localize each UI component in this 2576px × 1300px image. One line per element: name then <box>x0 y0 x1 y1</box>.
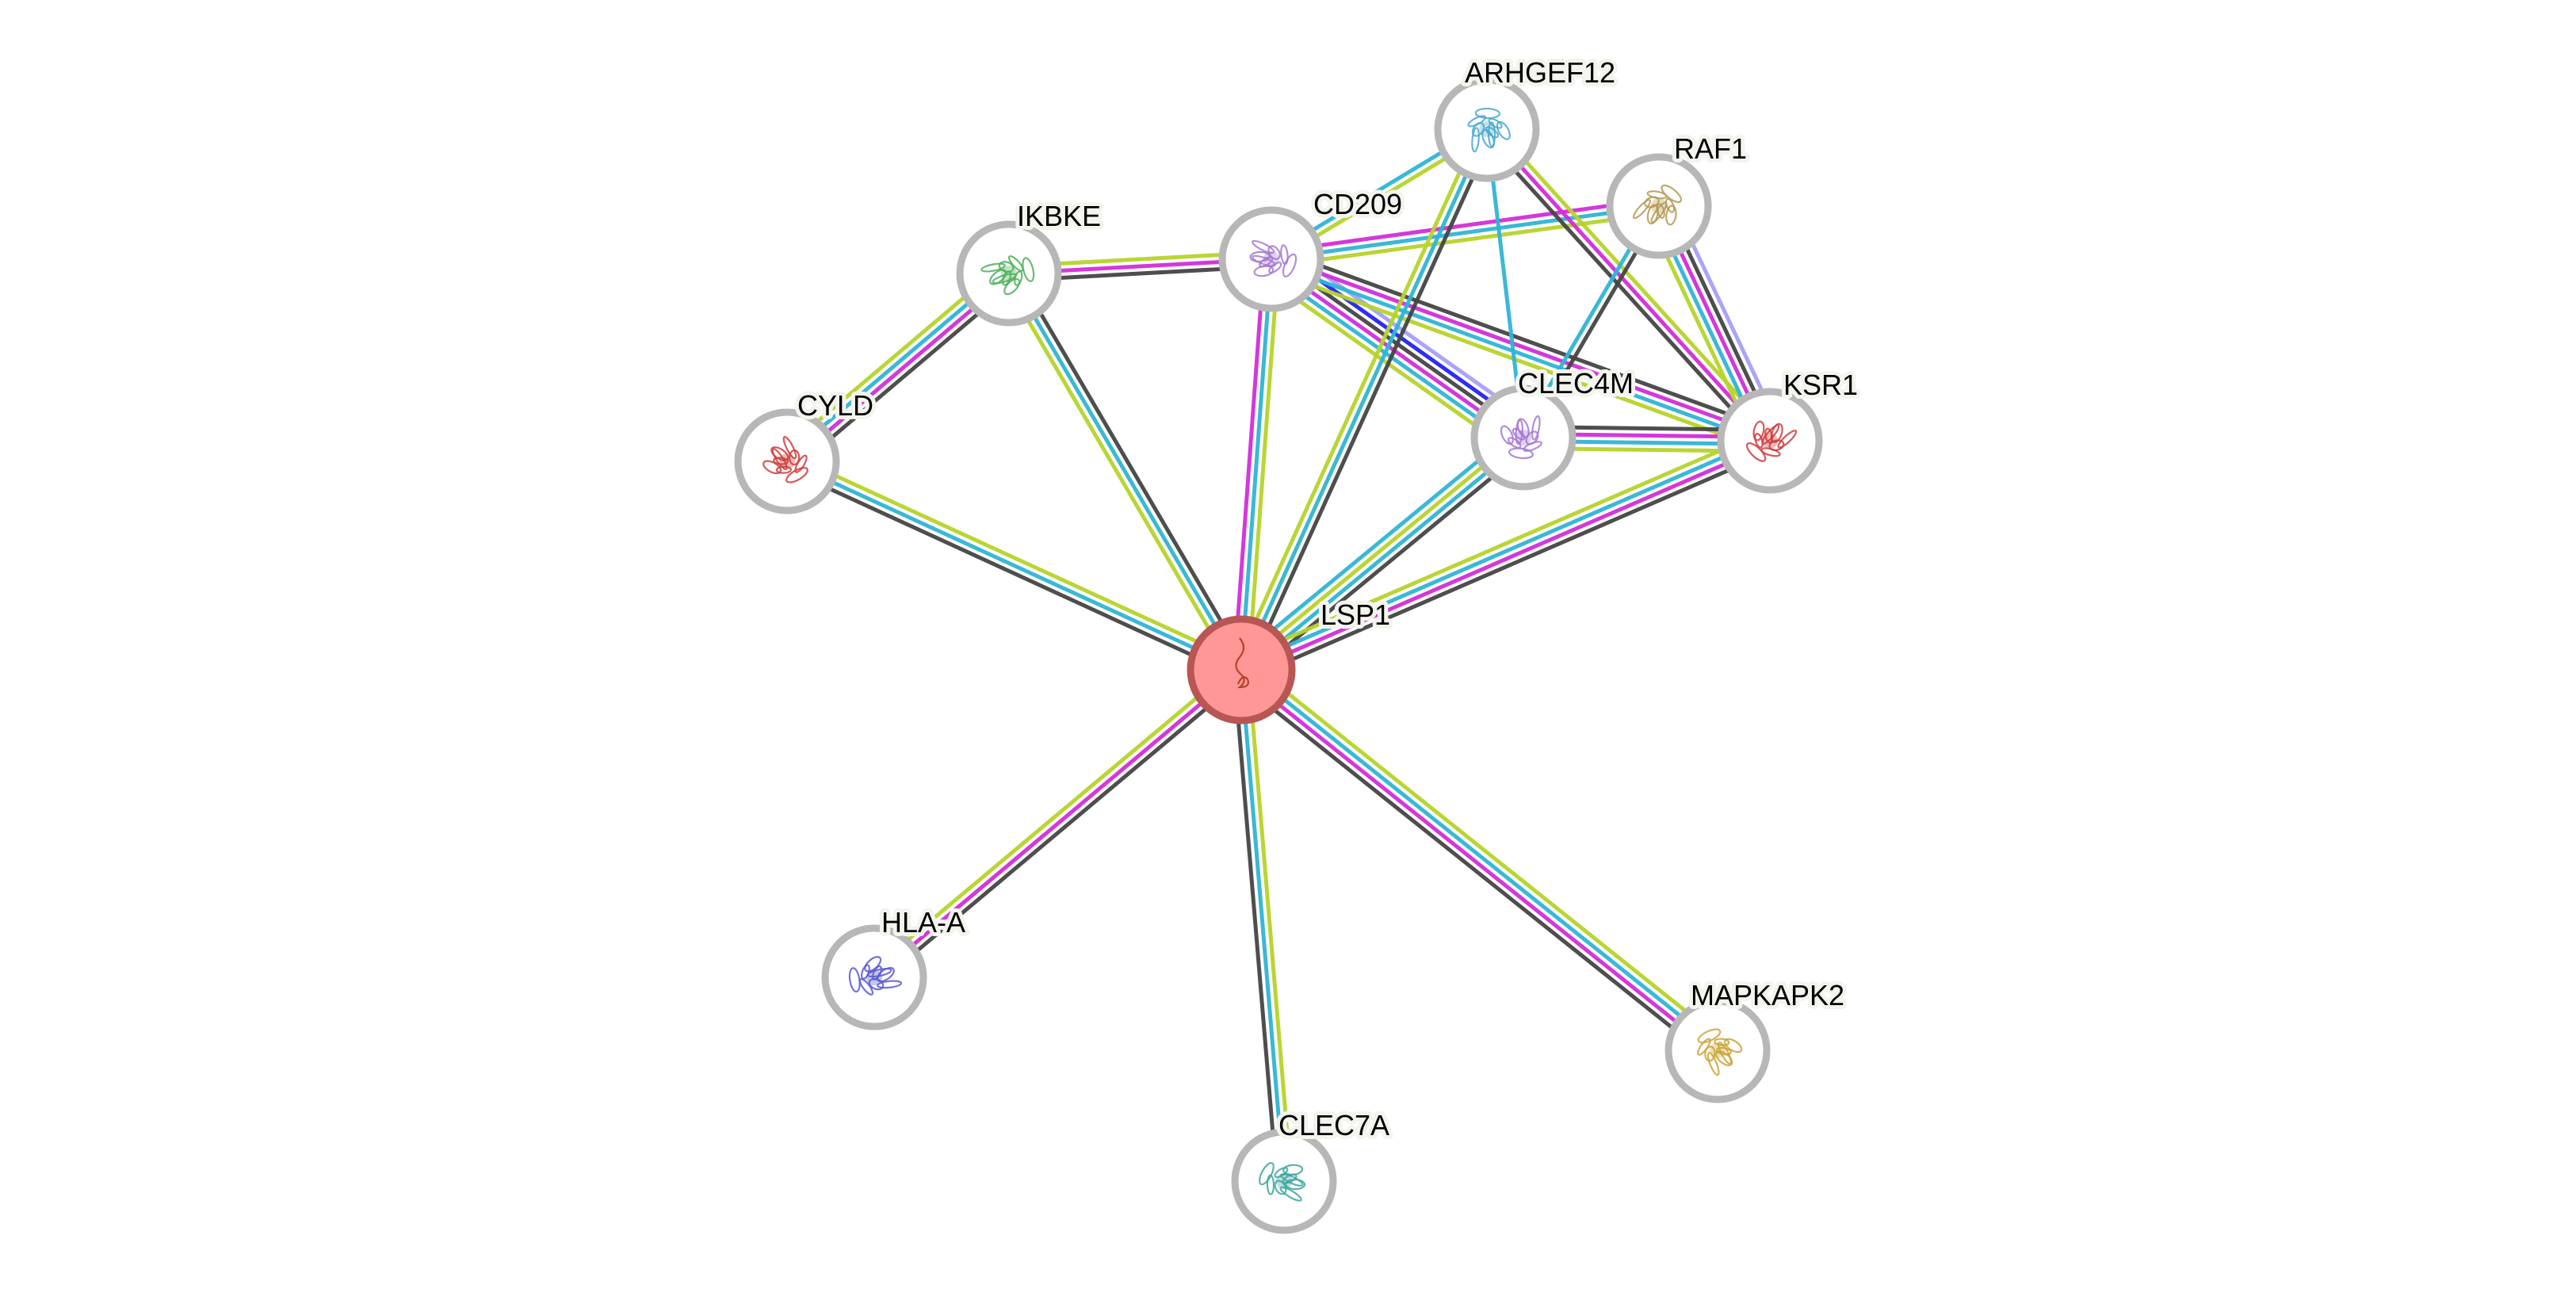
edge-line-yellowgreen <box>1233 125 1483 668</box>
edge-line-yellowgreen <box>1267 267 1768 453</box>
edge-arhgef12-lsp1[interactable] <box>1233 125 1496 674</box>
edge-cd209-ksr1[interactable] <box>1267 247 1775 453</box>
edge-line-cyan <box>1239 435 1770 669</box>
edge-ikbke-lsp1[interactable] <box>1001 269 1249 675</box>
protein-structure-icon <box>762 436 808 484</box>
edge-line-black <box>877 673 1248 985</box>
edge-line-cyan <box>1271 204 1660 262</box>
edge-line-cyan <box>1239 258 1274 671</box>
node-label-ikbke: IKBKE <box>1017 200 1101 232</box>
node-label-lsp1: LSP1 <box>1320 598 1390 631</box>
edge-line-cyan <box>785 459 1243 672</box>
edge-line-yellowgreen <box>1246 259 1281 671</box>
node-ikbke[interactable] <box>956 220 1062 327</box>
node-circle[interactable] <box>1218 206 1324 312</box>
edge-line-magenta <box>1271 254 1772 440</box>
protein-structure-icon <box>1249 239 1298 277</box>
node-circle[interactable] <box>1187 615 1296 725</box>
edge-line-magenta <box>1270 197 1659 254</box>
edge-line-black <box>1233 676 1713 1061</box>
edge-line-cyan <box>1007 272 1244 671</box>
edge-line-black <box>783 465 1240 679</box>
node-label-clec4m: CLEC4M <box>1518 367 1634 400</box>
edge-line-magenta <box>1241 442 1772 675</box>
protein-structure-icon <box>1632 184 1683 226</box>
edge-line-yellowgreen <box>1237 433 1523 669</box>
edge-line-black <box>1480 132 1767 447</box>
edge-line-magenta <box>873 668 1243 979</box>
node-label-raf1: RAF1 <box>1674 132 1747 165</box>
edge-line-yellowgreen <box>789 453 1245 666</box>
edge-cd209-raf1[interactable] <box>1270 197 1661 269</box>
edge-ksr1-lsp1[interactable] <box>1236 429 1775 682</box>
protein-structure-icon <box>1745 420 1798 462</box>
node-clec7a[interactable] <box>1231 1128 1337 1234</box>
node-ksr1[interactable] <box>1717 388 1823 494</box>
node-cd209[interactable] <box>1218 206 1324 312</box>
node-raf1[interactable] <box>1606 153 1712 259</box>
edge-line-black <box>1246 444 1532 680</box>
edge-line-yellowgreen <box>1246 669 1294 1181</box>
edge-line-yellowgreen <box>868 663 1238 974</box>
node-cyld[interactable] <box>734 408 840 514</box>
node-mapkapk2[interactable] <box>1664 997 1771 1103</box>
edge-mapkapk2-lsp1[interactable] <box>1233 660 1726 1061</box>
protein-structure-icon <box>848 956 903 996</box>
edge-line-magenta <box>1232 258 1267 670</box>
edge-line-cyan <box>1242 438 1527 675</box>
edge-line-cyan <box>1269 260 1770 446</box>
edge-line-cyan <box>1239 128 1489 671</box>
edge-line-yellowgreen <box>1271 211 1661 269</box>
protein-structure-icon <box>980 255 1035 296</box>
edge-line-magenta <box>1485 128 1771 442</box>
protein-structure-icon <box>1467 107 1511 153</box>
edge-line-yellowgreen <box>1236 429 1767 662</box>
edge-line-cyan <box>1233 427 1519 663</box>
edge-clec4m-lsp1[interactable] <box>1233 427 1532 680</box>
edge-hla-a-lsp1[interactable] <box>868 663 1248 985</box>
edge-line-cyan <box>1239 669 1286 1182</box>
edge-cyld-lsp1[interactable] <box>783 453 1245 679</box>
node-label-cd209: CD209 <box>1313 188 1402 220</box>
node-lsp1[interactable] <box>1187 615 1296 725</box>
node-label-hla-a: HLA-A <box>881 906 965 939</box>
node-label-mapkapk2: MAPKAPK2 <box>1691 979 1844 1011</box>
node-label-cyld: CYLD <box>797 389 873 422</box>
edge-line-yellowgreen <box>1001 276 1237 675</box>
edge-line-cyan <box>1242 665 1722 1050</box>
edge-clec7a-lsp1[interactable] <box>1232 669 1294 1182</box>
node-clec4m[interactable] <box>1470 384 1577 491</box>
protein-structure-icon <box>1697 1028 1743 1076</box>
edge-line-black <box>1274 247 1775 433</box>
node-hla-a[interactable] <box>821 924 927 1030</box>
edge-line-black <box>1013 269 1249 667</box>
node-label-ksr1: KSR1 <box>1783 369 1858 401</box>
edge-cd209-lsp1[interactable] <box>1232 258 1281 671</box>
node-arhgef12[interactable] <box>1434 76 1540 182</box>
edge-line-black <box>1244 449 1775 682</box>
nodes-layer <box>734 76 1823 1234</box>
edge-line-magenta <box>1237 671 1717 1055</box>
protein-structure-icon <box>1259 1161 1306 1202</box>
edge-line-black <box>1232 670 1279 1182</box>
disordered-chain-icon <box>1235 637 1249 689</box>
edge-line-yellowgreen <box>1246 660 1726 1044</box>
node-circle[interactable] <box>1470 384 1577 491</box>
node-label-arhgef12: ARHGEF12 <box>1465 56 1615 89</box>
edge-line-black <box>1245 131 1496 674</box>
protein-structure-icon <box>1500 415 1542 460</box>
node-label-clec7a: CLEC7A <box>1278 1109 1389 1141</box>
